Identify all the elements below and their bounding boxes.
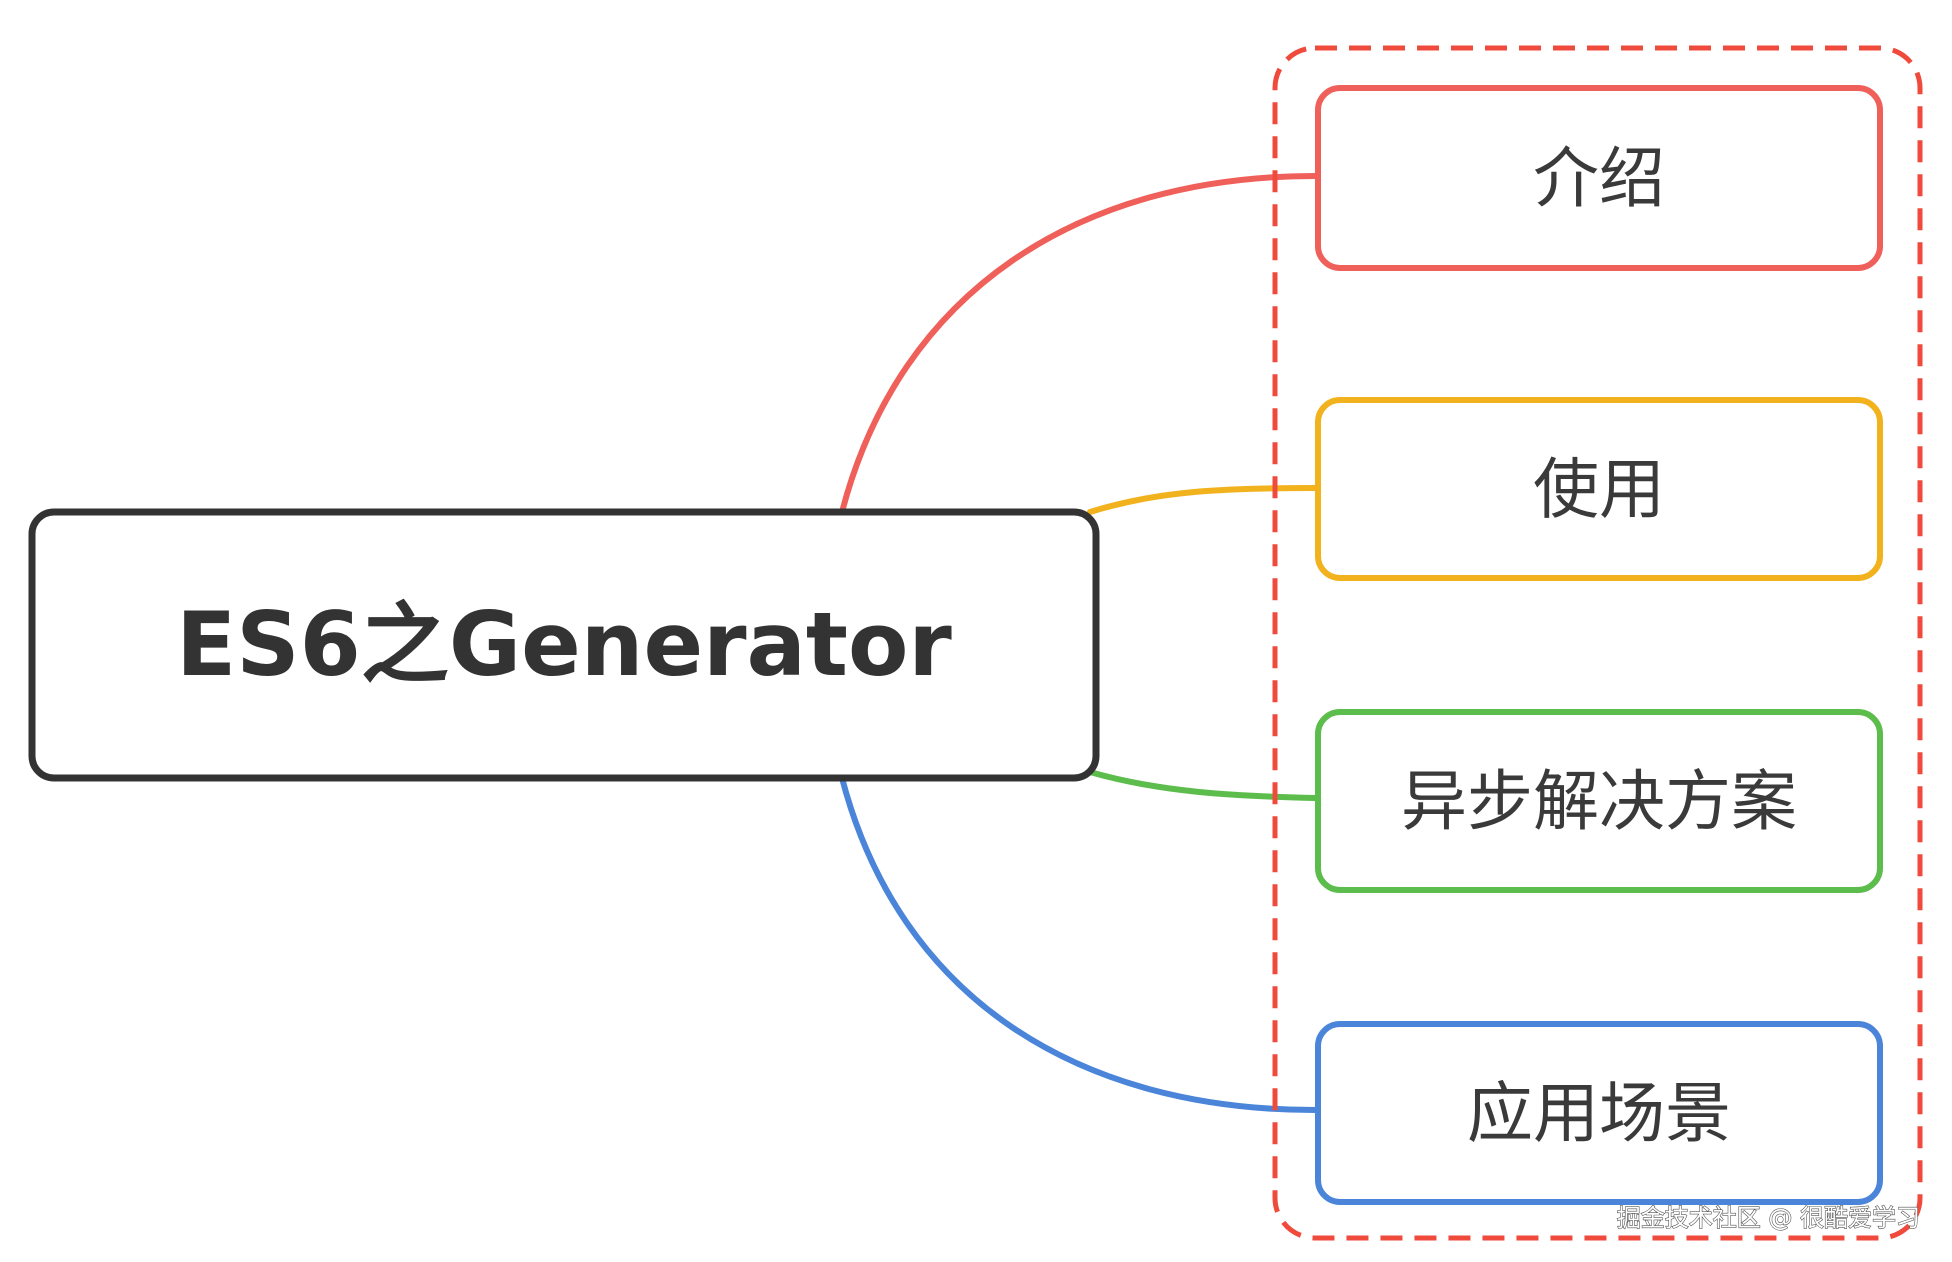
connector-branch-2 [1087,485,1318,515]
branch-node-intro[interactable] [1315,85,1883,271]
branch-node-usage-label: 使用 [1533,451,1665,528]
root-node[interactable] [28,508,1100,782]
branch-node-use-cases[interactable] [1315,1021,1883,1205]
connector-branch-4 [839,775,1318,1113]
root-node-label: ES6之Generator [176,593,952,696]
connector-branch-1 [839,173,1318,515]
branch-node-intro-label: 介绍 [1533,140,1665,217]
branch-node-async-solution[interactable] [1315,709,1883,893]
branch-node-usage[interactable] [1315,397,1883,581]
branch-group-border [1272,45,1923,1241]
branch-node-use-cases-label: 应用场景 [1467,1075,1731,1152]
watermark: 掘金技术社区 @ 很酷爱学习 [1617,1204,1920,1232]
branch-node-async-solution-label: 异步解决方案 [1401,763,1797,840]
connector-branch-3 [1087,769,1318,801]
